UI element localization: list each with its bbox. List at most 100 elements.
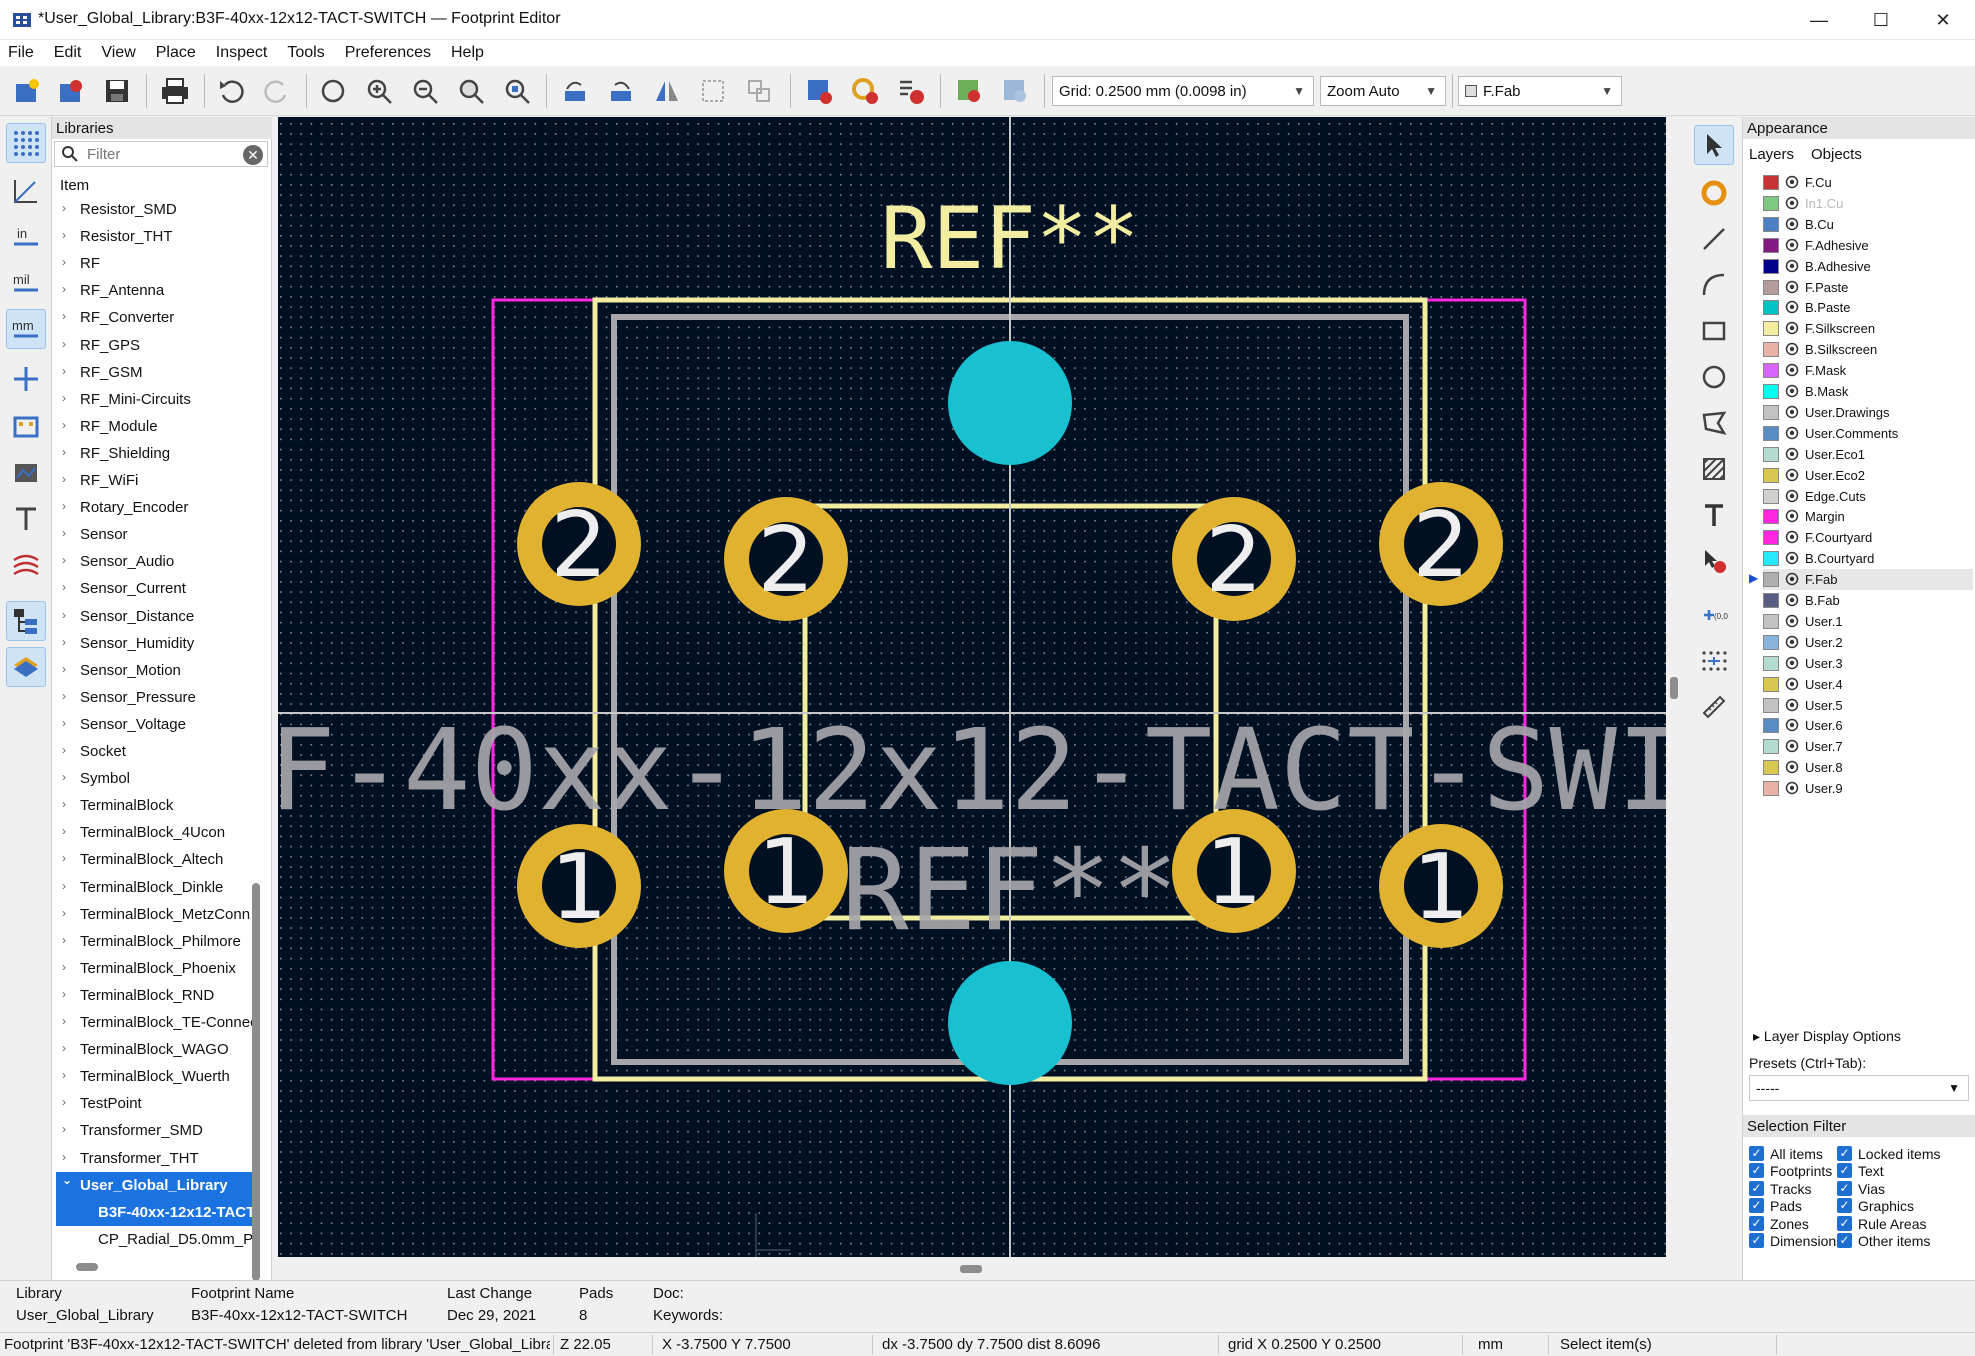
create-footprint-button[interactable] [52,72,90,110]
library-item[interactable]: ›RF_GPS [56,332,252,359]
menu-view[interactable]: View [101,44,136,61]
rotate-cw-button[interactable] [602,72,640,110]
menu-edit[interactable]: Edit [53,44,82,61]
library-item[interactable]: ›RF_Module [56,413,252,440]
layer-color-swatch[interactable] [1763,488,1779,504]
layer-color-swatch[interactable] [1763,655,1779,671]
pad-properties-button[interactable] [846,72,884,110]
chevron-right-icon[interactable]: › [62,1149,66,1164]
library-item[interactable]: ›RF_Mini-Circuits [56,386,252,413]
save-button[interactable] [98,72,136,110]
chevron-right-icon[interactable]: › [62,607,66,622]
polar-coords-button[interactable] [6,171,46,211]
print-button[interactable] [156,72,194,110]
silkscreen-reference-text[interactable]: REF** [881,189,1140,289]
presets-select[interactable]: -----▼ [1749,1075,1969,1101]
library-item[interactable]: ›TerminalBlock_Altech [56,846,252,873]
full-crosshair-button[interactable] [6,359,46,399]
chevron-right-icon[interactable]: › [62,472,66,486]
layer-color-swatch[interactable] [1763,195,1779,211]
library-scrollbar[interactable] [252,883,260,1281]
library-item[interactable]: ›RF_Shielding [56,440,252,467]
library-item[interactable]: ›TestPoint [56,1090,252,1117]
layer-color-swatch[interactable] [1763,175,1779,190]
layer-color-swatch[interactable] [1763,572,1779,588]
units-inch-button[interactable]: in [6,217,46,257]
graphic-outline-button[interactable] [6,453,46,493]
draw-arc-button[interactable] [1694,265,1734,305]
eye-icon[interactable] [1785,614,1799,628]
library-item[interactable]: ›Rotary_Encoder [56,494,252,521]
eye-icon[interactable] [1785,656,1799,670]
library-item[interactable]: ›Resistor_SMD [56,196,252,223]
draw-rectangle-button[interactable] [1694,311,1734,351]
chevron-right-icon[interactable]: › [62,553,66,568]
chevron-right-icon[interactable]: › [62,905,66,920]
chevron-right-icon[interactable]: › [62,201,66,215]
library-item[interactable]: ›Symbol [56,765,252,792]
group-button[interactable] [694,72,732,110]
library-item[interactable]: ›TerminalBlock_Dinkle [56,874,252,901]
layer-color-swatch[interactable] [1763,781,1779,797]
chevron-right-icon[interactable]: › [62,688,66,703]
layer-color-swatch[interactable] [1763,342,1779,358]
chevron-right-icon[interactable]: › [62,986,66,1001]
eye-icon[interactable] [1785,635,1799,649]
zoom-fit-button[interactable] [452,72,490,110]
minimize-button[interactable]: — [1810,9,1828,30]
layer-row[interactable]: Margin [1763,506,1973,527]
chevron-right-icon[interactable]: › [62,499,66,514]
layer-color-swatch[interactable] [1763,739,1779,755]
library-item[interactable]: ›TerminalBlock_Wuerth [56,1063,252,1090]
units-mil-button[interactable]: mil [6,263,46,303]
grid-origin-button[interactable] [1694,641,1734,681]
layer-row[interactable]: ▶F.Fab [1749,569,1973,591]
layer-color-swatch[interactable] [1763,613,1779,629]
eye-icon[interactable] [1785,572,1799,586]
select-tool-button[interactable] [1694,125,1734,165]
chevron-right-icon[interactable]: › [62,824,66,839]
canvas-horizontal-scrollbar[interactable] [960,1265,982,1273]
layer-row[interactable]: In1.Cu [1763,193,1973,214]
library-item[interactable]: ›RF [56,250,252,277]
footprint-value-text[interactable]: B3F-40xx-12x12-TACT-SWITCH [133,706,1886,836]
canvas-vertical-scrollbar[interactable] [1670,677,1678,699]
layer-row[interactable]: B.Paste [1763,297,1973,318]
library-item[interactable]: ›Transformer_THT [56,1145,252,1172]
show-appearance-button[interactable] [6,647,46,687]
library-item[interactable]: ›RF_GSM [56,359,252,386]
zoom-in-button[interactable] [360,72,398,110]
eye-icon[interactable] [1785,238,1799,252]
chevron-right-icon[interactable]: › [62,228,66,243]
library-item[interactable]: ›Sensor_Pressure [56,684,252,711]
eye-icon[interactable] [1785,175,1799,189]
layer-color-swatch[interactable] [1763,279,1779,295]
library-item[interactable]: ›TerminalBlock_WAGO [56,1036,252,1063]
mirror-button[interactable] [648,72,686,110]
zoom-select[interactable]: Zoom Auto▼ [1320,76,1446,106]
layer-row[interactable]: F.Cu [1763,172,1973,193]
library-item[interactable]: ›Sensor_Humidity [56,630,252,657]
library-item[interactable]: ›Sensor_Current [56,575,252,602]
clear-filter-icon[interactable]: ✕ [243,145,263,165]
eye-icon[interactable] [1785,677,1799,691]
redo-button[interactable] [258,72,296,110]
eye-icon[interactable] [1785,321,1799,335]
layer-row[interactable]: User.6 [1763,715,1973,736]
library-item[interactable]: ›RF_Antenna [56,277,252,304]
chevron-right-icon[interactable]: › [62,255,66,270]
measure-tool-button[interactable] [1694,687,1734,727]
menu-help[interactable]: Help [451,44,484,61]
layer-color-swatch[interactable] [1763,321,1779,337]
tab-objects[interactable]: Objects [1811,146,1862,163]
text-outline-button[interactable] [6,499,46,539]
eye-icon[interactable] [1785,426,1799,440]
eye-icon[interactable] [1785,509,1799,523]
show-libraries-button[interactable] [6,601,46,641]
ungroup-button[interactable] [740,72,778,110]
library-item[interactable]: ›TerminalBlock_MetzConn [56,901,252,928]
library-item[interactable]: ›TerminalBlock_4Ucon [56,819,252,846]
chevron-right-icon[interactable]: › [62,797,66,812]
chevron-right-icon[interactable]: › [62,1068,66,1083]
eye-icon[interactable] [1785,342,1799,356]
